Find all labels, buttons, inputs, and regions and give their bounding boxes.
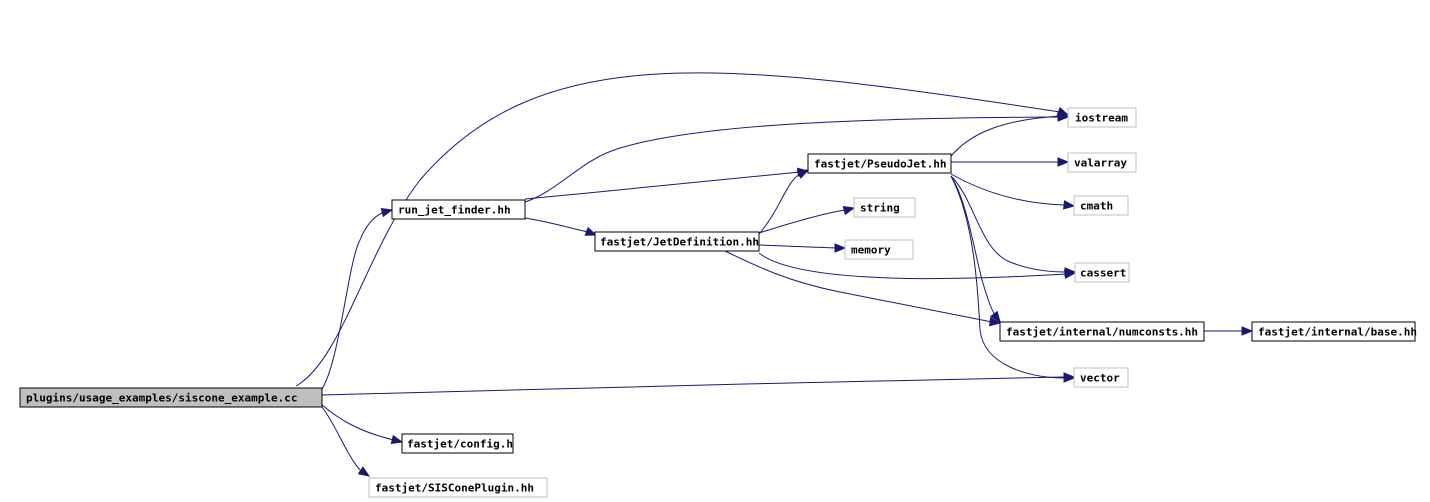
node-config[interactable]: fastjet/config.h (401, 433, 514, 454)
svg-text:fastjet/PseudoJet.hh: fastjet/PseudoJet.hh (814, 158, 946, 171)
arrowhead (390, 434, 404, 445)
node-pseudojet[interactable]: fastjet/PseudoJet.hh (807, 153, 952, 174)
arrowhead (357, 466, 371, 477)
arrowhead (1063, 373, 1076, 383)
svg-text:iostream: iostream (1075, 112, 1128, 125)
node-cassert[interactable]: cassert (1074, 262, 1130, 283)
node-numconsts[interactable]: fastjet/internal/numconsts.hh (999, 321, 1205, 342)
edge-jetdef-cassert (758, 252, 1077, 280)
edge-root-config (321, 404, 404, 445)
node-memory[interactable]: memory (844, 239, 914, 260)
svg-text:vector: vector (1080, 372, 1120, 385)
nodes: plugins/usage_examples/siscone_example.c… (19, 107, 1417, 498)
node-string[interactable]: string (853, 197, 916, 218)
arrowhead (796, 169, 810, 179)
edge-pseudojet-iostream (950, 111, 1070, 157)
node-run-jet-finder[interactable]: run_jet_finder.hh (391, 199, 526, 220)
arrowhead (1063, 200, 1076, 210)
edge-root-sisconeplugin (321, 406, 371, 477)
node-base[interactable]: fastjet/internal/base.hh (1251, 321, 1417, 342)
node-vector[interactable]: vector (1073, 367, 1129, 388)
edge-pseudojet-numconsts (950, 175, 1001, 324)
arrowhead (989, 310, 1001, 324)
arrowhead (834, 243, 847, 253)
arrowhead (1241, 326, 1254, 336)
edge-run-pseudojet (524, 167, 810, 200)
svg-text:fastjet/internal/numconsts.hh: fastjet/internal/numconsts.hh (1006, 326, 1198, 339)
svg-text:fastjet/internal/base.hh: fastjet/internal/base.hh (1258, 326, 1417, 339)
svg-text:cmath: cmath (1080, 200, 1113, 213)
edge-root-vector (321, 372, 1076, 396)
edge-pseudojet-cmath (950, 173, 1076, 210)
svg-text:memory: memory (851, 244, 891, 257)
svg-text:string: string (860, 202, 900, 215)
edge-jetdef-memory (758, 243, 847, 253)
arrowhead (1057, 157, 1070, 167)
svg-text:cassert: cassert (1080, 267, 1126, 280)
edge-numconsts-base (1204, 326, 1254, 336)
edge-pseudojet-valarray (951, 157, 1070, 167)
edge-root-run-jet-finder (321, 207, 394, 390)
edge-jetdef-string (758, 205, 856, 234)
svg-text:fastjet/config.h: fastjet/config.h (407, 438, 513, 451)
node-jetdefinition[interactable]: fastjet/JetDefinition.hh (594, 231, 760, 252)
svg-text:valarray: valarray (1074, 157, 1127, 170)
edge-jetdef-numconsts (724, 250, 1002, 327)
node-iostream[interactable]: iostream (1067, 107, 1137, 128)
svg-text:plugins/usage_examples/siscone: plugins/usage_examples/siscone_example.c… (26, 392, 298, 405)
edge-jetdef-pseudojet (758, 169, 810, 235)
arrowhead (380, 207, 394, 218)
svg-text:fastjet/SISConePlugin.hh: fastjet/SISConePlugin.hh (375, 482, 534, 495)
edge-run-jetdefinition (524, 217, 598, 236)
svg-text:run_jet_finder.hh: run_jet_finder.hh (398, 204, 511, 217)
node-sisconeplugin[interactable]: fastjet/SISConePlugin.hh (368, 477, 548, 498)
edges (295, 72, 1254, 477)
arrowhead (842, 205, 856, 216)
node-cmath[interactable]: cmath (1073, 195, 1129, 216)
node-valarray[interactable]: valarray (1067, 152, 1137, 173)
edge-run-iostream (524, 112, 1070, 203)
arrowhead (1057, 111, 1070, 121)
arrowhead (584, 226, 598, 236)
arrowhead (988, 316, 1002, 327)
edge-pseudojet-vector (950, 175, 1076, 383)
edge-root-iostream (295, 72, 1070, 387)
arrowhead (1064, 269, 1077, 279)
node-siscone-example[interactable]: plugins/usage_examples/siscone_example.c… (19, 387, 323, 408)
svg-text:fastjet/JetDefinition.hh: fastjet/JetDefinition.hh (600, 236, 759, 249)
